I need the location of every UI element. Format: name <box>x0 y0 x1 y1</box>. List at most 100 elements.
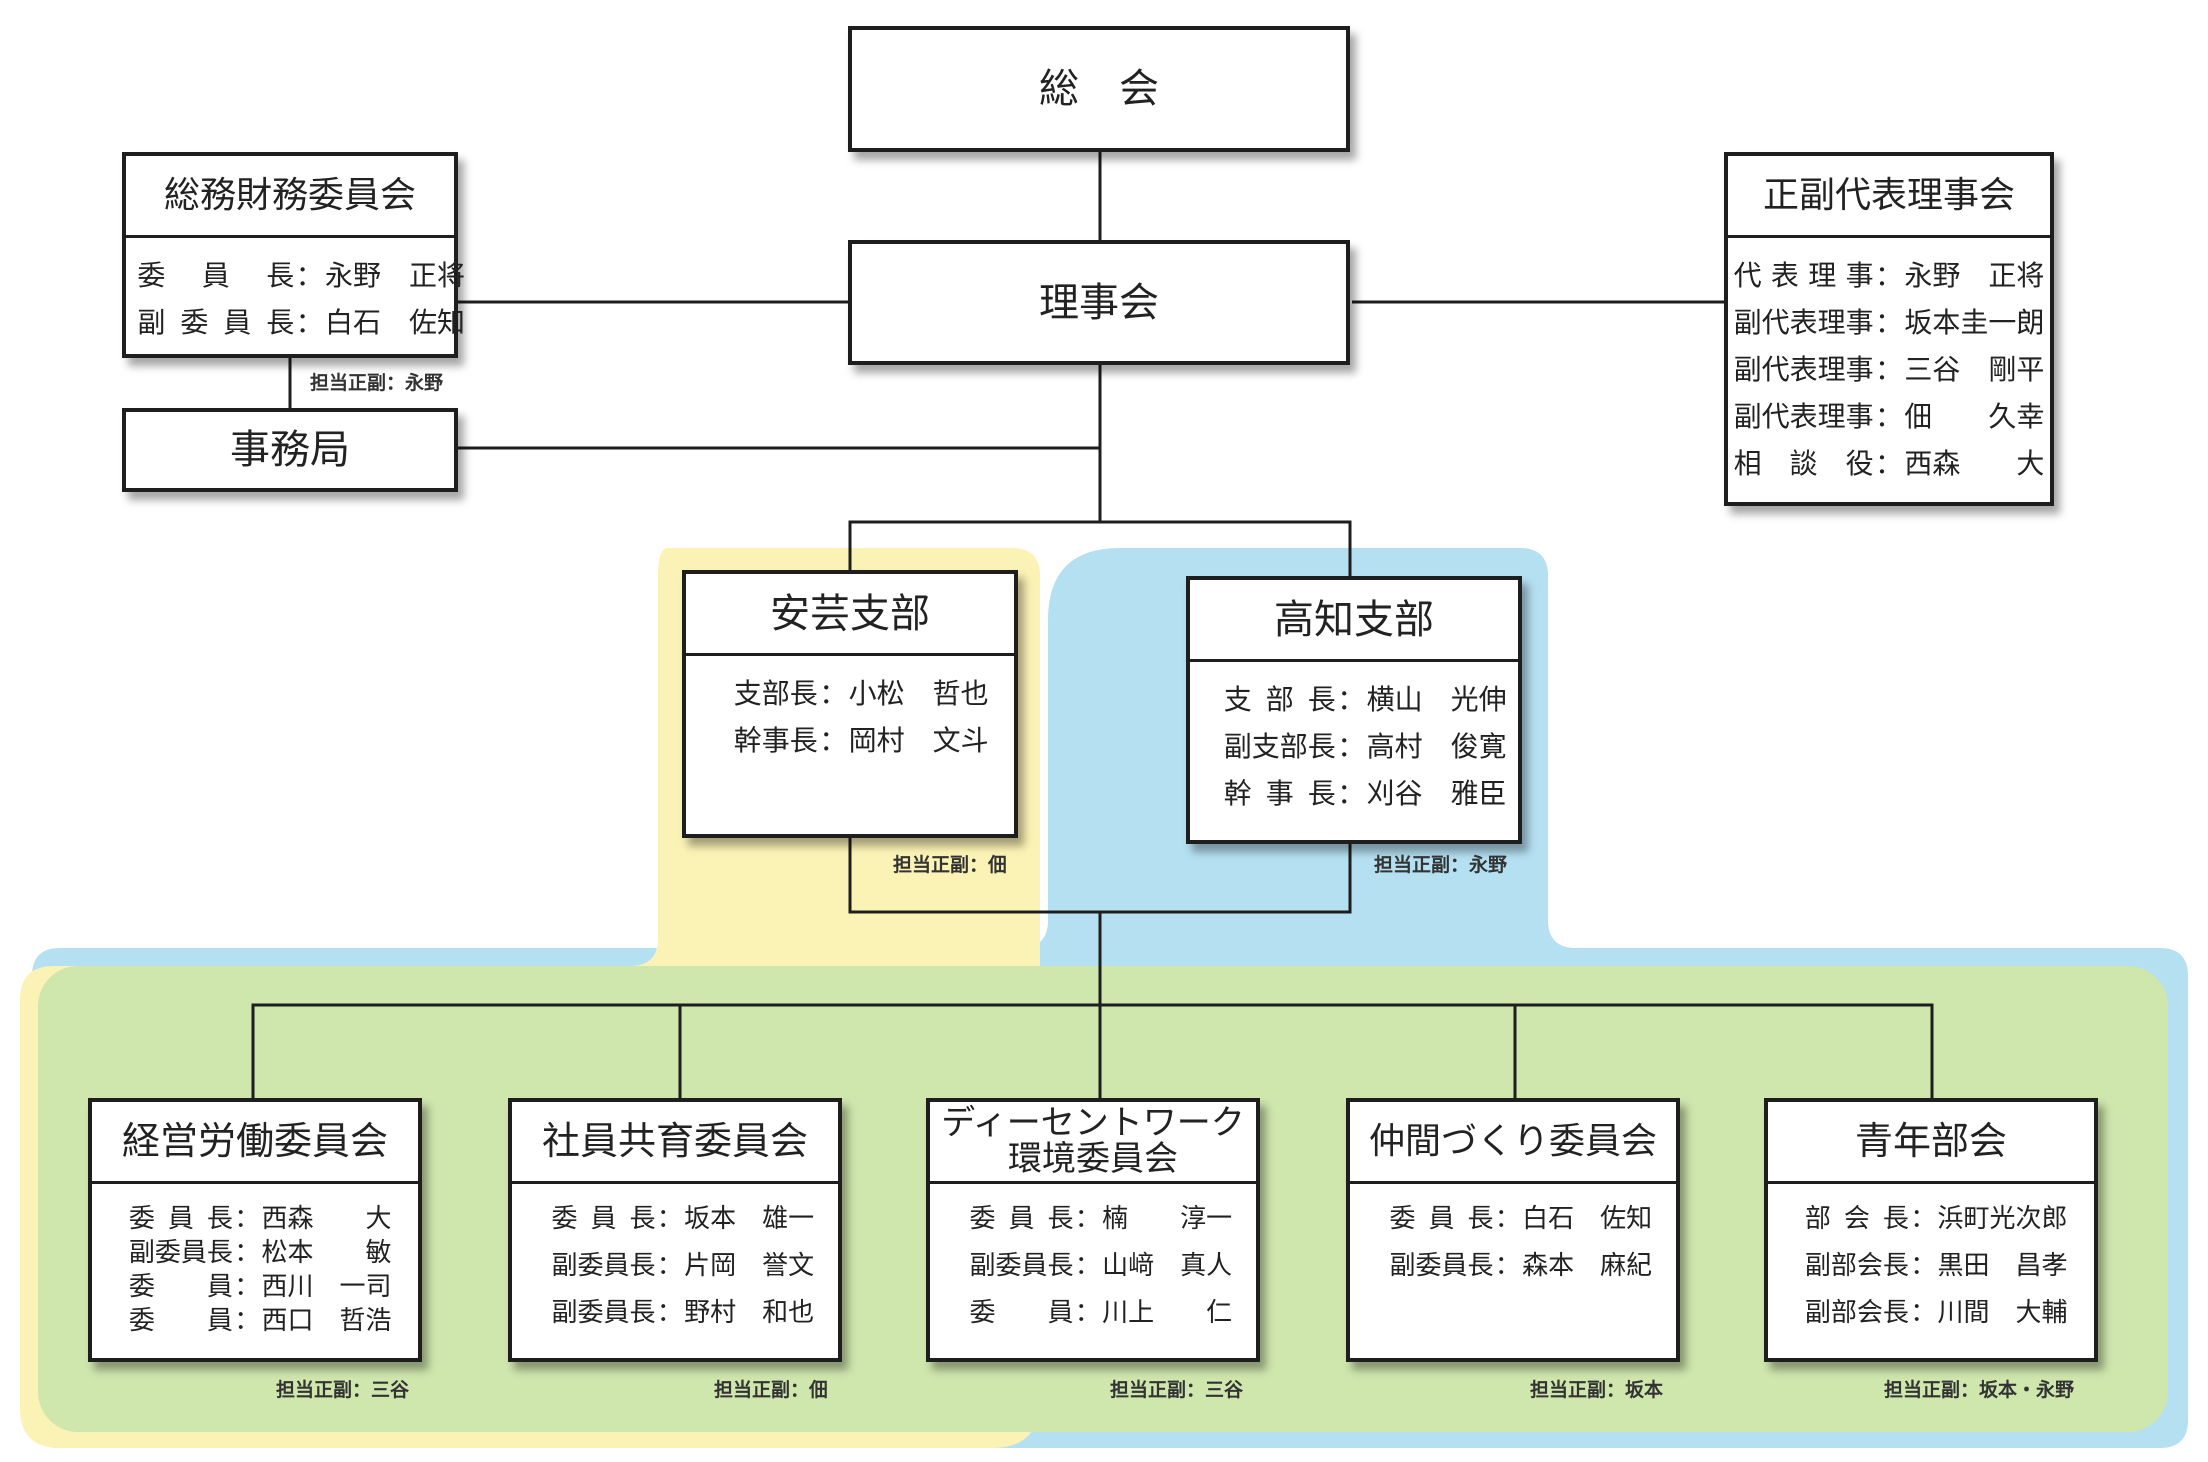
member-role: 副委員長 <box>551 1298 656 1328</box>
member-sep: ： <box>1337 777 1366 810</box>
member-sep: ： <box>656 1251 683 1281</box>
member-name: 森本 麻紀 <box>1522 1251 1653 1281</box>
member-sep: ： <box>234 1272 261 1302</box>
member-name: 三谷 剛平 <box>1904 353 2045 386</box>
member-row: 委員長：永野 正将 <box>126 252 466 299</box>
member-name: 川間 大輔 <box>1937 1298 2068 1328</box>
committee-members: 委員長：白石 佐知 副委員長：森本 麻紀 <box>1350 1184 1676 1290</box>
member-sep: ： <box>295 259 324 292</box>
member-role: 副代表理事 <box>1733 353 1874 386</box>
committee-title: 経営労働委員会 <box>92 1102 418 1184</box>
general-assembly-box: 総 会 <box>848 26 1350 152</box>
member-role: 副代表理事 <box>1733 306 1874 339</box>
member-name: 西森 大 <box>261 1204 392 1234</box>
member-name: 小松 哲也 <box>848 677 989 710</box>
jimukyoku-title: 事務局 <box>230 427 350 473</box>
committee-title: 青年部会 <box>1768 1102 2094 1184</box>
member-sep: ： <box>1874 400 1903 433</box>
member-name: 浜町光次郎 <box>1937 1204 2068 1234</box>
member-name: 永野 正将 <box>325 259 466 292</box>
member-row: 幹事長：岡村 文斗 <box>686 717 1014 764</box>
kochi-branch-box: 高知支部 支部長：横山 光伸 副支部長：高村 俊寛 幹事長：刈谷 雅臣 <box>1186 576 1522 844</box>
committee-responsible: 担当正副：三谷 <box>276 1379 410 1401</box>
member-row: 副委員長：白石 佐知 <box>126 299 466 346</box>
member-name: 川上 仁 <box>1102 1298 1233 1328</box>
member-sep: ： <box>1874 259 1903 292</box>
member-sep: ： <box>1337 683 1366 716</box>
member-row: 代表理事：永野 正将 <box>1728 252 2050 299</box>
member-name: 白石 佐知 <box>325 306 466 339</box>
member-role: 相 談 役 <box>1733 447 1874 480</box>
committee-title: ディーセントワーク 環境委員会 <box>930 1102 1256 1184</box>
member-role: 副部会長 <box>1804 1298 1909 1328</box>
board-box: 理事会 <box>848 240 1350 365</box>
member-row: 委 員：川上 仁 <box>930 1290 1256 1337</box>
committee-members: 委員長：楠 淳一 副委員長：山﨑 真人 委 員：川上 仁 <box>930 1184 1256 1337</box>
member-row: 副委員長：森本 麻紀 <box>1350 1243 1676 1290</box>
member-name: 西口 哲浩 <box>261 1306 392 1336</box>
soumu-committee-title: 総務財務委員会 <box>126 156 454 238</box>
member-name: 松本 敏 <box>261 1238 392 1268</box>
member-row: 委員長：楠 淳一 <box>930 1196 1256 1243</box>
aki-branch-title: 安芸支部 <box>686 574 1014 656</box>
committee-box-decent-work: ディーセントワーク 環境委員会 委員長：楠 淳一 副委員長：山﨑 真人 委 員：… <box>926 1098 1260 1362</box>
committee-title-line1: ディーセントワーク <box>941 1102 1245 1143</box>
member-row: 副委員長：片岡 誉文 <box>512 1243 838 1290</box>
member-name: 坂本圭一朗 <box>1904 306 2045 339</box>
member-row: 副代表理事：坂本圭一朗 <box>1728 299 2050 346</box>
member-row: 副委員長：松本 敏 <box>92 1236 418 1270</box>
member-row: 幹事長：刈谷 雅臣 <box>1190 770 1518 817</box>
member-name: 楠 淳一 <box>1102 1204 1233 1234</box>
member-row: 副部会長：川間 大輔 <box>1768 1290 2094 1337</box>
committee-responsible: 担当正副：坂本 <box>1530 1379 1664 1401</box>
member-role: 代表理事 <box>1733 259 1874 292</box>
member-row: 相 談 役：西森 大 <box>1728 440 2050 487</box>
committee-responsible: 担当正副：佃 <box>714 1379 829 1401</box>
committee-box-seinen: 青年部会 部会長：浜町光次郎 副部会長：黒田 昌孝 副部会長：川間 大輔 <box>1764 1098 2098 1362</box>
kochi-branch-title: 高知支部 <box>1190 580 1518 662</box>
member-row: 委員長：西森 大 <box>92 1202 418 1236</box>
member-name: 岡村 文斗 <box>848 724 989 757</box>
committee-box-keiei: 経営労働委員会 委員長：西森 大 副委員長：松本 敏 委 員：西川 一司 委 員… <box>88 1098 422 1362</box>
member-sep: ： <box>1910 1251 1937 1281</box>
member-role: 副支部長 <box>1223 730 1336 763</box>
committee-box-shain: 社員共育委員会 委員長：坂本 雄一 副委員長：片岡 誉文 副委員長：野村 和也 <box>508 1098 842 1362</box>
member-name: 黒田 昌孝 <box>1937 1251 2068 1281</box>
member-name: 野村 和也 <box>684 1298 815 1328</box>
member-name: 高村 俊寛 <box>1366 730 1507 763</box>
member-role: 部会長 <box>1804 1204 1909 1234</box>
member-name: 西川 一司 <box>261 1272 392 1302</box>
member-role: 委 員 <box>128 1272 233 1302</box>
member-role: 副委員長 <box>1389 1251 1494 1281</box>
member-row: 副部会長：黒田 昌孝 <box>1768 1243 2094 1290</box>
kochi-branch-members: 支部長：横山 光伸 副支部長：高村 俊寛 幹事長：刈谷 雅臣 <box>1190 662 1518 817</box>
member-role: 副委員長 <box>969 1251 1074 1281</box>
member-row: 部会長：浜町光次郎 <box>1768 1196 2094 1243</box>
member-row: 委 員：西川 一司 <box>92 1270 418 1304</box>
member-role: 委 員 <box>969 1298 1074 1328</box>
member-role: 支部長 <box>1223 683 1336 716</box>
member-role: 委員長 <box>969 1204 1074 1234</box>
aki-branch-members: 支部長：小松 哲也 幹事長：岡村 文斗 <box>686 656 1014 764</box>
member-role: 委員長 <box>128 1204 233 1234</box>
member-name: 横山 光伸 <box>1366 683 1507 716</box>
member-row: 副代表理事：佃 久幸 <box>1728 393 2050 440</box>
member-name: 刈谷 雅臣 <box>1366 777 1507 810</box>
kochi-branch-responsible: 担当正副：永野 <box>1374 854 1508 876</box>
member-name: 坂本 雄一 <box>684 1204 815 1234</box>
member-name: 西森 大 <box>1904 447 2045 480</box>
committee-title: 社員共育委員会 <box>512 1102 838 1184</box>
member-row: 支部長：小松 哲也 <box>686 670 1014 717</box>
committee-title: 仲間づくり委員会 <box>1350 1102 1676 1184</box>
member-sep: ： <box>1910 1298 1937 1328</box>
member-role: 副委員長 <box>128 1238 233 1268</box>
member-name: 白石 佐知 <box>1522 1204 1653 1234</box>
member-sep: ： <box>1874 353 1903 386</box>
member-name: 片岡 誉文 <box>684 1251 815 1281</box>
member-role: 委員長 <box>1389 1204 1494 1234</box>
aki-branch-responsible: 担当正副：佃 <box>893 854 1008 876</box>
member-role: 副委員長 <box>137 306 295 339</box>
directors-title: 正副代表理事会 <box>1728 156 2050 238</box>
committee-members: 委員長：坂本 雄一 副委員長：片岡 誉文 副委員長：野村 和也 <box>512 1184 838 1337</box>
member-sep: ： <box>1337 730 1366 763</box>
